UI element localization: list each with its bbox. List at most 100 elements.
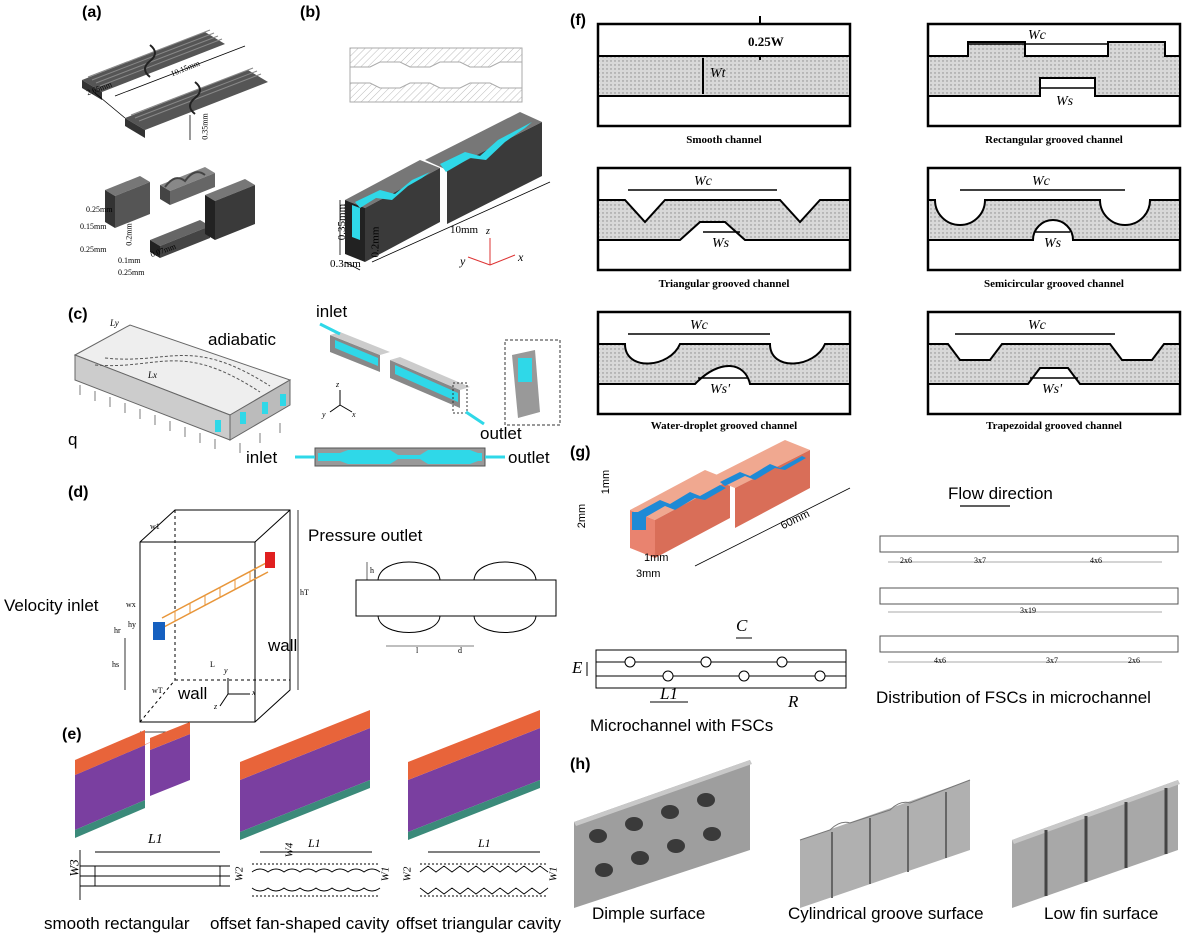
- panel-h-drawing: [574, 760, 1180, 908]
- g-dim-3mm: 3mm: [636, 568, 661, 580]
- label-inlet-bottom: inlet: [246, 448, 278, 467]
- panel-c: (c): [0, 300, 570, 480]
- f-Ws-3: Ws: [712, 236, 730, 251]
- panel-h-label: (h): [570, 756, 591, 773]
- f-Wc-5: Wc: [690, 318, 708, 333]
- axis-d-x: x: [252, 688, 256, 697]
- panel-d-drawing: [124, 509, 557, 733]
- panel-a: (a) 2.65mm 10.15mm 0: [0, 0, 300, 300]
- panel-f: (f): [570, 0, 1200, 440]
- panel-b: (b) 0.35mm 0.2mm 0.3mm 10mm z y x: [300, 0, 570, 300]
- label-velocity-inlet: Velocity inlet: [4, 596, 99, 615]
- g-C: C: [736, 616, 748, 635]
- panel-g-drawing: [586, 440, 1179, 703]
- panel-f-label: (f): [570, 12, 586, 29]
- label-pressure-outlet: Pressure outlet: [308, 526, 423, 545]
- h-caption-fin: Low fin surface: [1044, 904, 1159, 923]
- e-caption-fan: offset fan-shaped cavity: [210, 914, 390, 933]
- label-Ly: Ly: [110, 318, 119, 328]
- g-caption-left: Microchannel with FSCs: [590, 716, 774, 735]
- dim-d-wx: wx: [126, 600, 136, 609]
- axis-c-z: z: [336, 380, 340, 389]
- dim-a-6: 0.25mm: [80, 245, 107, 254]
- e-W1-c: W1: [547, 866, 560, 882]
- e-W4-b: W4: [283, 842, 296, 858]
- dim-a-5: 0.2mm: [124, 223, 134, 246]
- g-R: R: [788, 692, 799, 711]
- f-Ws-2: Ws: [1056, 94, 1074, 109]
- label-outlet-top: outlet: [480, 424, 522, 443]
- dim-d-hy: hy: [128, 620, 136, 629]
- e-L1-b: L1: [308, 836, 321, 850]
- dim-d-l: l: [416, 646, 419, 655]
- dim-a-4: 0.15mm: [80, 222, 107, 231]
- label-Lx: Lx: [148, 370, 157, 380]
- e-L1-a: L1: [148, 832, 163, 847]
- g-E: E: [572, 658, 583, 677]
- g-caption-right: Distribution of FSCs in microchannel: [876, 688, 1151, 707]
- label-inlet-top: inlet: [316, 302, 348, 321]
- axis-c-y: y: [322, 410, 326, 419]
- panel-c-drawing: [73, 322, 561, 467]
- f-Wt: Wt: [710, 66, 726, 81]
- f-caption-droplet: Water-droplet grooved channel: [650, 420, 798, 432]
- axis-d-y: y: [224, 666, 228, 675]
- f-quarterW: 0.25W: [748, 34, 784, 49]
- g-dim-1mm-b: 1mm: [644, 552, 669, 564]
- dim-b-3: 10mm: [450, 224, 479, 236]
- panel-d-label: (d): [68, 484, 89, 501]
- dim-a-2: 0.35mm: [200, 113, 210, 140]
- panel-b-drawing: [339, 47, 551, 271]
- dim-d-h: h: [370, 566, 374, 575]
- axis-b-x: x: [518, 250, 524, 264]
- axis-b-y: y: [460, 254, 466, 268]
- f-caption-tri: Triangular grooved channel: [658, 278, 790, 290]
- panel-a-drawing: [82, 29, 268, 258]
- panel-d: (d) Pressure outlet: [0, 480, 570, 733]
- h-caption-groove: Cylindrical groove surface: [788, 904, 984, 923]
- g-row3-b: 3x7: [1046, 656, 1058, 665]
- g-row1-c: 4x6: [1090, 556, 1102, 565]
- g-row1-a: 2x6: [900, 556, 912, 565]
- label-outlet-bottom: outlet: [508, 448, 550, 467]
- panel-g: (g) 1mm 2: [570, 440, 1200, 740]
- dim-d-L: L: [210, 660, 215, 669]
- dim-b-0: 0.35mm: [336, 203, 349, 241]
- dim-b-1: 0.2mm: [369, 226, 382, 258]
- axis-c-x: x: [352, 410, 356, 419]
- e-L1-c: L1: [478, 836, 491, 850]
- e-W3-a: W3: [66, 859, 82, 877]
- g-dim-2mm: 2mm: [576, 503, 589, 529]
- panel-e-label: (e): [62, 726, 82, 743]
- e-caption-tri: offset triangular cavity: [396, 914, 562, 933]
- f-caption-rect: Rectangular grooved channel: [985, 134, 1123, 146]
- f-caption-smooth: Smooth channel: [686, 134, 762, 146]
- g-row1-b: 3x7: [974, 556, 986, 565]
- dim-a-9: 0.25mm: [118, 268, 145, 277]
- f-Ws-5: Ws': [710, 382, 731, 397]
- panel-b-label: (b): [300, 4, 321, 21]
- e-W2-c: W2: [401, 866, 414, 882]
- f-Wc-3: Wc: [694, 174, 712, 189]
- axis-d-z: z: [214, 702, 218, 711]
- axis-b-z: z: [486, 226, 490, 237]
- panel-e-drawing: [75, 710, 549, 900]
- f-caption-trap: Trapezoidal grooved channel: [986, 420, 1122, 432]
- f-Wc-6: Wc: [1028, 318, 1046, 333]
- dim-d-hs: hs: [112, 660, 120, 669]
- panel-e: (e): [0, 710, 590, 942]
- dim-a-3: 0.25mm: [86, 205, 113, 214]
- dim-b-2: 0.3mm: [330, 258, 361, 270]
- dim-d-d: d: [458, 646, 462, 655]
- e-W1-b: W1: [379, 866, 392, 882]
- h-caption-dimple: Dimple surface: [592, 904, 706, 923]
- panel-f-drawing: [596, 16, 1182, 416]
- f-caption-semi: Semicircular grooved channel: [984, 278, 1124, 290]
- dim-a-8: 0.1mm: [118, 256, 141, 265]
- dim-d-w1: w1: [150, 522, 160, 531]
- g-flow: Flow direction: [948, 484, 1053, 503]
- dim-d-wT: wT: [152, 686, 163, 695]
- g-L1: L1: [660, 684, 678, 703]
- label-q: q: [68, 430, 78, 449]
- f-Ws-6: Ws': [1042, 382, 1063, 397]
